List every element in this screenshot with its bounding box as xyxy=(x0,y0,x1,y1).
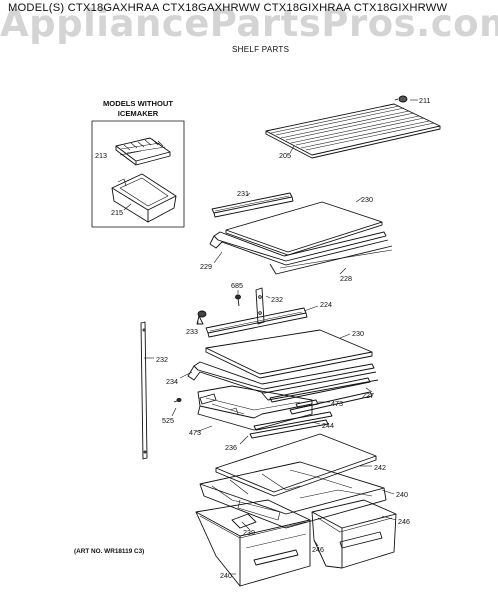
callout-229: 229 xyxy=(200,262,212,271)
inset-title-line1: MODELS WITHOUT xyxy=(102,99,174,108)
leader-lines xyxy=(119,99,418,575)
ice-bucket-215 xyxy=(111,173,177,223)
callout-232-upper: 232 xyxy=(271,295,283,304)
inset-title-line2: ICEMAKER xyxy=(117,109,159,118)
callout-236: 236 xyxy=(225,443,237,452)
watermark: AppliancePartsPros.com xyxy=(0,2,498,45)
crisper-frame-240 xyxy=(199,461,387,529)
glass-shelf-230-lower xyxy=(205,329,373,379)
callout-224: 224 xyxy=(320,300,332,309)
callout-230-lower: 230 xyxy=(352,329,364,338)
callout-240-right: 240 xyxy=(396,490,408,499)
inset-box xyxy=(91,120,185,228)
callout-205: 205 xyxy=(279,151,291,160)
callout-211: 211 xyxy=(419,96,430,105)
shelf-frame-229 xyxy=(209,231,393,275)
callout-227: 227 xyxy=(362,391,374,400)
crisper-drawer-240-left xyxy=(195,499,311,587)
screw-525 xyxy=(173,397,182,403)
art-number: (ART NO. WR18119 C3) xyxy=(74,548,145,555)
inset-title: MODELS WITHOUT ICEMAKER xyxy=(92,99,184,119)
drawer-support-236 xyxy=(197,385,313,431)
models-header: MODEL(S) CTX18GAXHRAA CTX18GAXHRWW CTX18… xyxy=(8,2,448,14)
callout-228: 228 xyxy=(340,274,352,283)
callout-239: 239 xyxy=(243,528,255,537)
callout-215: 215 xyxy=(111,208,123,217)
section-subtitle: SHELF PARTS xyxy=(232,45,290,54)
callout-685: 685 xyxy=(231,281,243,290)
callout-242: 242 xyxy=(374,463,386,472)
callout-473-left: 473 xyxy=(189,428,201,437)
callout-473-right: 473 xyxy=(331,399,343,408)
rail-232-left xyxy=(140,321,148,460)
crisper-cover-242 xyxy=(215,433,377,497)
ice-tray-213 xyxy=(115,137,171,166)
callout-525: 525 xyxy=(162,416,174,425)
callout-246-center: 246 xyxy=(312,545,324,554)
front-trim-224 xyxy=(205,307,308,338)
wire-shelf-205 xyxy=(265,103,441,159)
front-trim-231 xyxy=(211,192,294,218)
crisper-drawer-246-right xyxy=(311,499,397,569)
bracket-232-upper xyxy=(255,287,265,325)
callout-213: 213 xyxy=(95,151,107,160)
rail-227 xyxy=(269,377,373,415)
callout-244: 244 xyxy=(322,421,334,430)
drawer-cover-239 xyxy=(231,513,257,529)
callout-240-left: 240 xyxy=(220,571,232,580)
callout-230-upper: 230 xyxy=(361,195,373,204)
callout-246-right: 246 xyxy=(398,517,410,526)
screw-211 xyxy=(394,95,408,103)
rail-244 xyxy=(249,411,333,439)
shelf-frame-234 xyxy=(187,361,379,401)
callout-231: 231 xyxy=(237,189,249,198)
screw-685 xyxy=(235,294,241,307)
callout-labels: 211 205 213 215 231 230 229 228 685 232 … xyxy=(95,96,430,580)
callout-234: 234 xyxy=(166,377,178,386)
callout-233: 233 xyxy=(186,327,198,336)
callout-232-left: 232 xyxy=(156,355,168,364)
clip-233 xyxy=(196,310,207,325)
